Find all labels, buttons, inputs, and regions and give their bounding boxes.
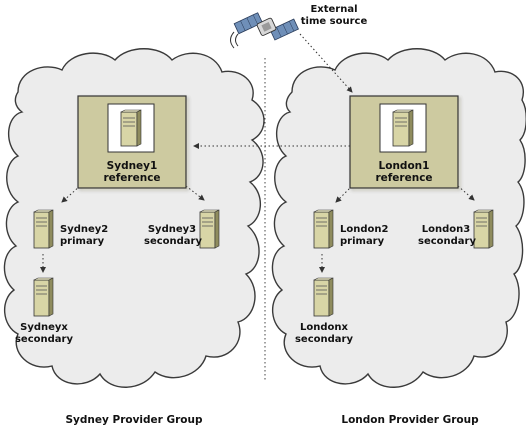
sydney2-name: Sydney2 [60, 224, 109, 235]
sydney3-server-icon [199, 209, 220, 249]
london1-server-icon [379, 103, 427, 153]
london2-server-icon [313, 209, 334, 249]
sydney1-server-icon [107, 103, 155, 153]
sydney1-label: Sydney1 reference [88, 160, 176, 184]
london-group-label: London Provider Group [341, 414, 479, 426]
londonx-server-icon [313, 277, 334, 317]
sydney1-name: Sydney1 [106, 160, 158, 172]
london3-name: London3 [421, 224, 471, 235]
sydney1-role: reference [103, 172, 161, 184]
london3-label: London3 secondary [418, 224, 477, 248]
sync-connectors [40, 33, 475, 273]
sydneyx-server-icon [33, 277, 54, 317]
sydney3-name: Sydney3 [147, 224, 197, 235]
sydneyx-label: Sydneyx secondary [14, 322, 74, 346]
londonx-name: Londonx [300, 322, 348, 333]
london1-label: London1 reference [360, 160, 448, 184]
sydney3-label: Sydney3 secondary [144, 224, 203, 248]
london-group-cloud [271, 48, 526, 388]
londonx-label: Londonx secondary [294, 322, 354, 346]
london3-server-icon [473, 209, 494, 249]
time-source-line1: External [310, 4, 358, 15]
sydney2-label: Sydney2 primary [60, 224, 116, 248]
sydney-group-cloud [3, 48, 265, 388]
connector-sydney1-to-sydney2 [61, 185, 81, 203]
london2-label: London2 primary [340, 224, 396, 248]
satellite-icon [233, 12, 299, 41]
london1-role: reference [375, 172, 433, 184]
signal-waves-icon [230, 31, 239, 49]
londonx-role: secondary [294, 334, 353, 345]
london2-name: London2 [340, 224, 389, 235]
sydney-group-label: Sydney Provider Group [65, 414, 203, 426]
london2-role: primary [340, 236, 385, 247]
sydney2-server-icon [33, 209, 54, 249]
london3-role: secondary [418, 236, 477, 247]
time-source-line2: time source [300, 16, 368, 27]
connector-satellite-to-london1 [299, 33, 353, 93]
london1-name: London1 [378, 160, 430, 172]
sydneyx-name: Sydneyx [20, 322, 68, 333]
time-source-label: External time source [296, 4, 372, 28]
sydney3-role: secondary [144, 236, 203, 247]
sydneyx-role: secondary [14, 334, 73, 345]
sydney2-role: primary [60, 236, 105, 247]
